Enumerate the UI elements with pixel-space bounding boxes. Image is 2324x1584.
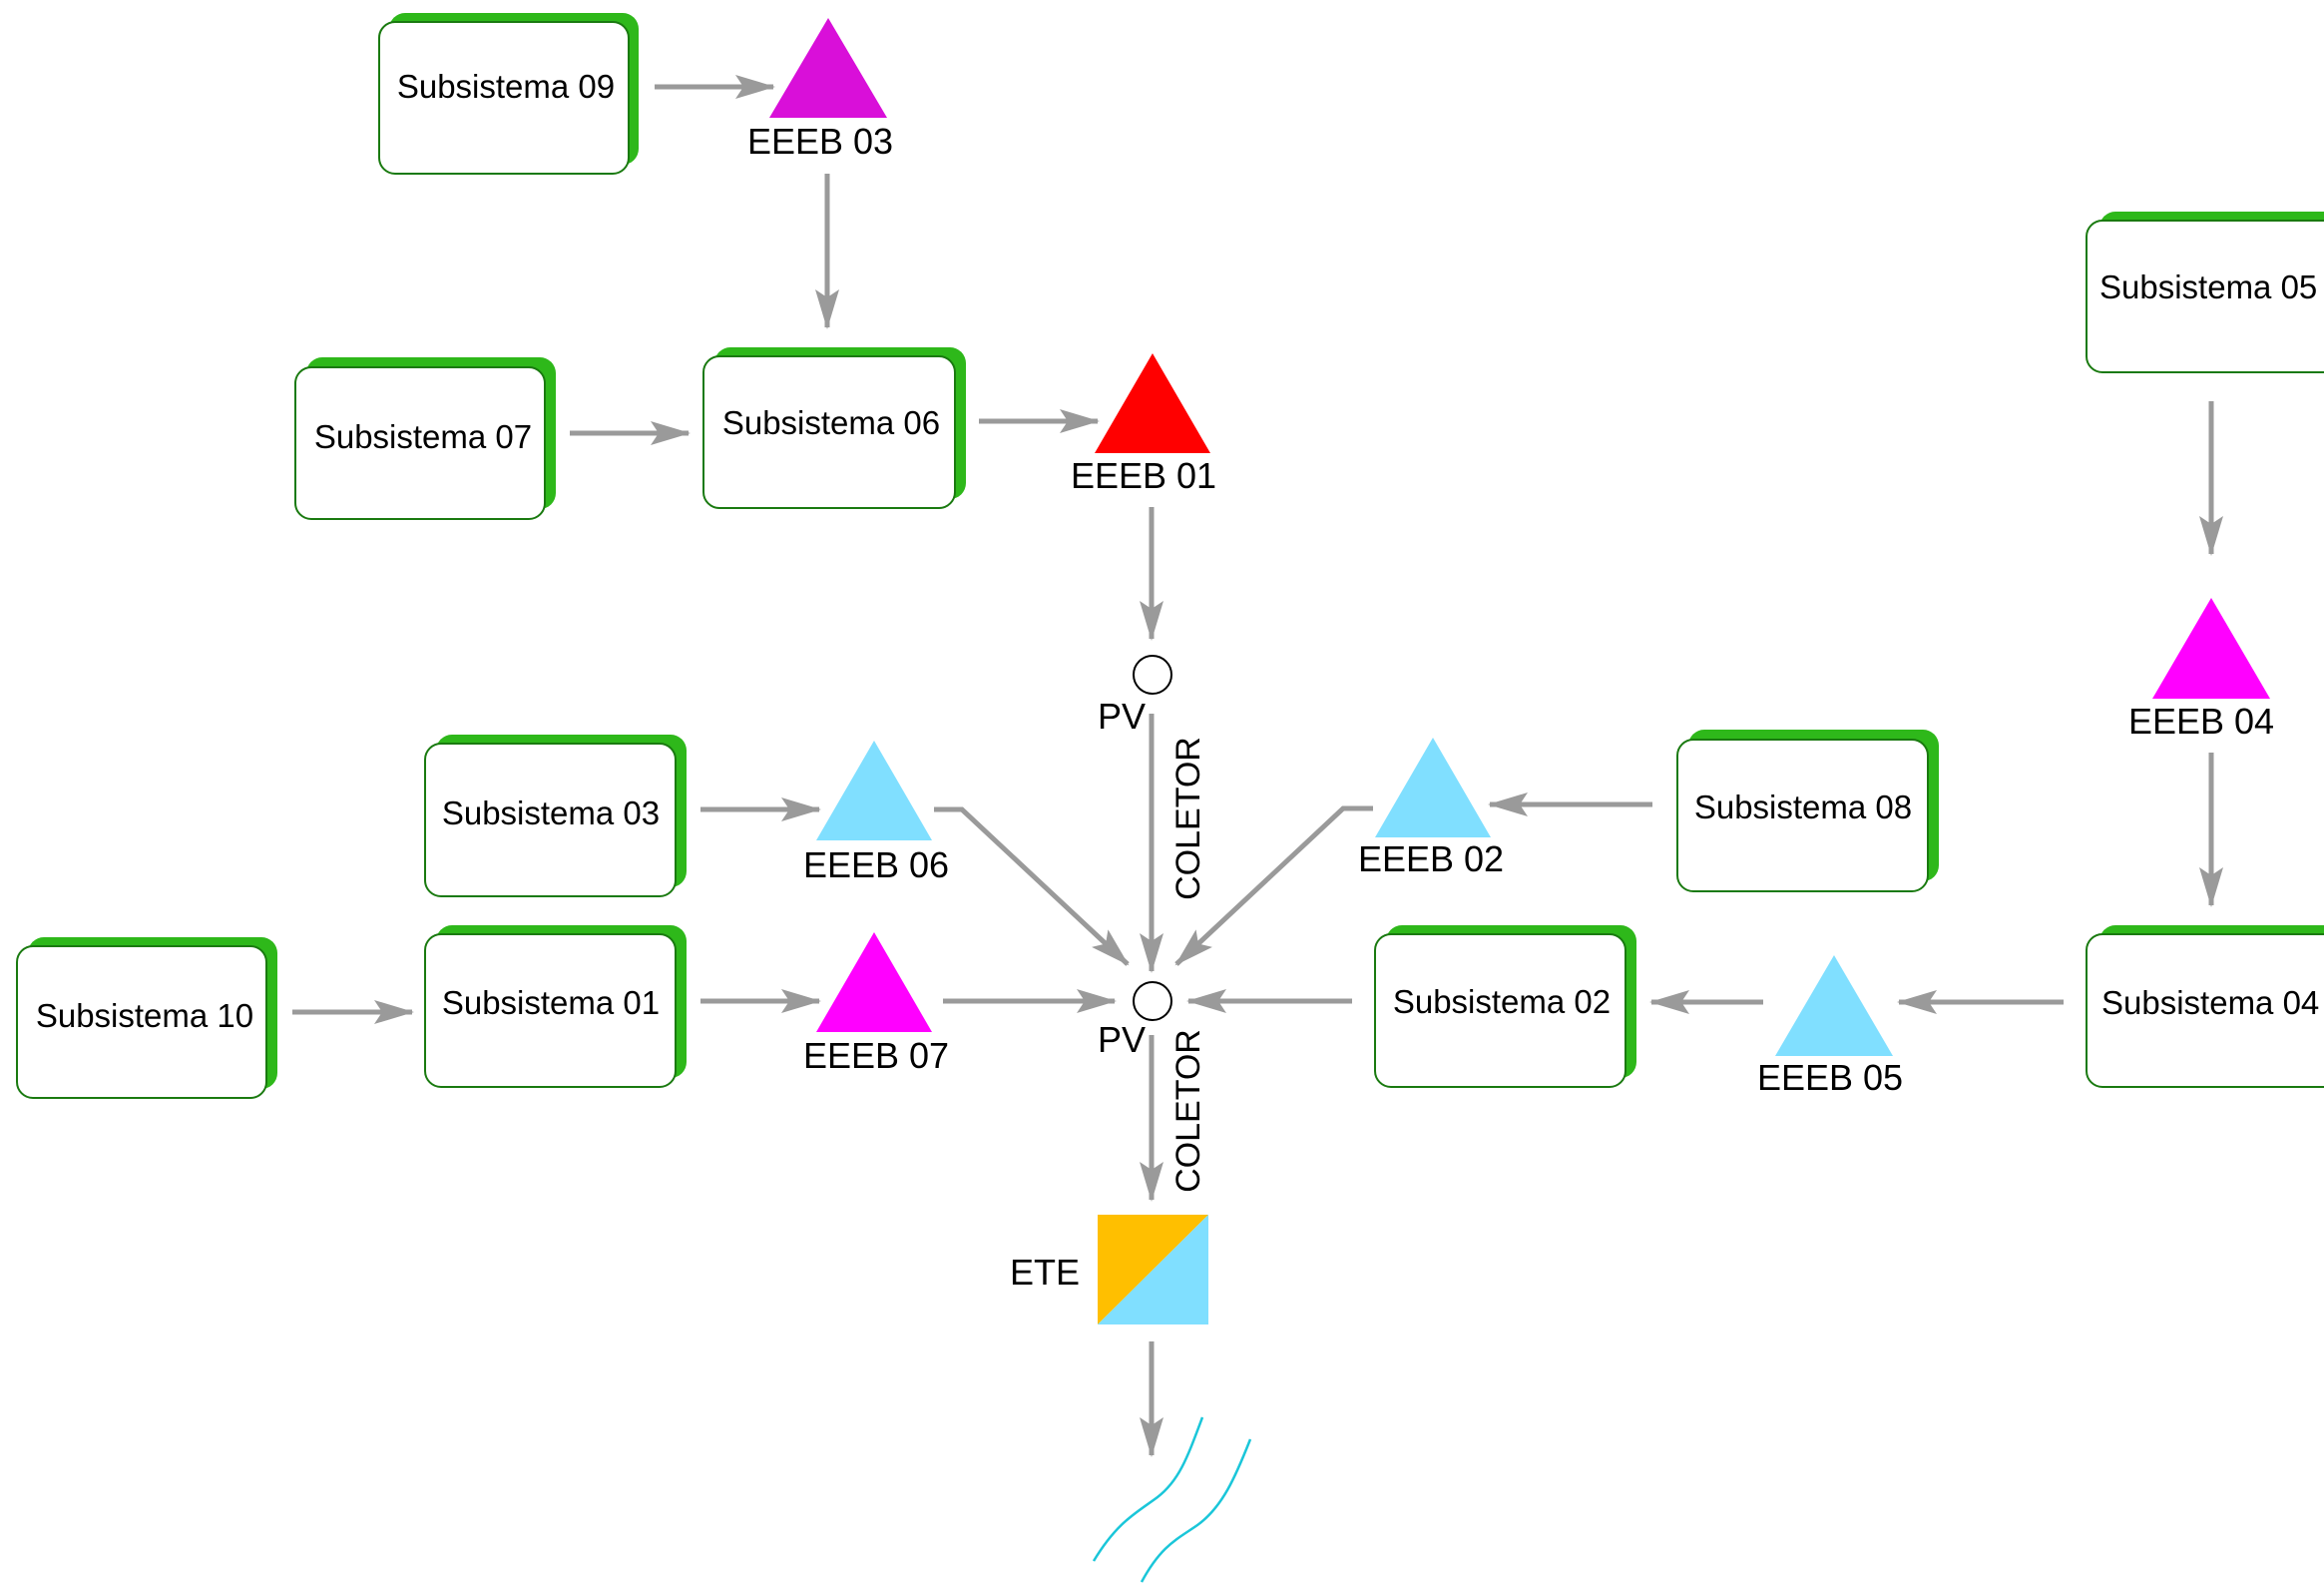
triangle-icon	[1375, 738, 1491, 837]
eeeb-label: EEEB 07	[803, 1035, 949, 1076]
subsystem-06[interactable]: Subsistema 06	[702, 347, 966, 509]
pump-stations: EEEB 03 EEEB 01 EEEB 04 EEEB 06 EEEB 02 …	[747, 18, 2274, 1098]
subsystem-label: Subsistema 05	[2099, 268, 2317, 305]
subsystem-10[interactable]: Subsistema 10	[16, 937, 277, 1099]
eeeb-label: EEEB 05	[1757, 1057, 1903, 1098]
subsystem-02[interactable]: Subsistema 02	[1374, 925, 1636, 1088]
arrow-e06-to-pv2	[934, 806, 1130, 966]
river-icon	[1092, 1416, 1252, 1583]
ete-cyan-half	[1098, 1215, 1208, 1324]
triangle-icon	[2152, 598, 2270, 699]
ete-label: ETE	[1010, 1252, 1080, 1293]
eeeb-01[interactable]: EEEB 01	[1071, 353, 1216, 496]
box-face	[1374, 933, 1627, 1088]
treatment-plant[interactable]: ETE	[1010, 1215, 1208, 1324]
box-face	[424, 743, 677, 897]
box-face	[294, 366, 546, 520]
box-face	[16, 945, 267, 1099]
triangle-icon	[1775, 955, 1893, 1056]
subsystem-label: Subsistema 03	[442, 794, 660, 831]
box-face	[2086, 933, 2324, 1088]
eeeb-05[interactable]: EEEB 05	[1757, 955, 1903, 1098]
eeeb-02[interactable]: EEEB 02	[1358, 738, 1504, 879]
subsystem-05[interactable]: Subsistema 05	[2086, 212, 2324, 373]
eeeb-label: EEEB 03	[747, 121, 893, 162]
triangle-icon	[769, 18, 887, 118]
subsystem-label: Subsistema 09	[397, 68, 615, 105]
subsystem-label: Subsistema 04	[2101, 984, 2319, 1021]
collector-label: COLETOR	[1169, 1029, 1207, 1193]
triangle-icon	[816, 741, 932, 840]
river-bank-left	[1092, 1416, 1204, 1562]
circle-icon	[1133, 655, 1172, 695]
subsystem-label: Subsistema 06	[722, 404, 940, 441]
subsystem-01[interactable]: Subsistema 01	[424, 925, 687, 1088]
manhole-pv-1[interactable]: PV	[1098, 655, 1172, 737]
collector-labels: COLETOR COLETOR	[1169, 737, 1207, 1193]
subsystem-label: Subsistema 08	[1694, 789, 1912, 825]
subsystems: Subsistema 09 Subsistema 07 Subsistema 0…	[16, 13, 2324, 1099]
manholes: PV PV	[1098, 655, 1172, 1060]
subsystem-04[interactable]: Subsistema 04	[2086, 925, 2324, 1088]
subsystem-label: Subsistema 10	[36, 997, 253, 1034]
eeeb-label: EEEB 02	[1358, 838, 1504, 879]
box-face	[424, 933, 677, 1088]
pv-label: PV	[1098, 696, 1146, 737]
triangle-icon	[816, 932, 932, 1032]
eeeb-label: EEEB 04	[2128, 701, 2274, 742]
subsystem-09[interactable]: Subsistema 09	[378, 13, 639, 175]
eeeb-03[interactable]: EEEB 03	[747, 18, 893, 162]
river-bank-right	[1140, 1438, 1252, 1583]
subsystem-08[interactable]: Subsistema 08	[1676, 730, 1939, 892]
collector-label: COLETOR	[1169, 737, 1207, 900]
pv-label: PV	[1098, 1019, 1146, 1060]
arrow-e02-to-pv2	[1174, 805, 1373, 966]
subsystem-label: Subsistema 02	[1393, 983, 1611, 1020]
connectors	[292, 75, 2223, 1457]
eeeb-04[interactable]: EEEB 04	[2128, 598, 2274, 742]
circle-icon	[1133, 981, 1172, 1021]
subsystem-label: Subsistema 01	[442, 984, 660, 1021]
manhole-pv-2[interactable]: PV	[1098, 981, 1172, 1060]
eeeb-06[interactable]: EEEB 06	[803, 741, 949, 885]
eeeb-label: EEEB 01	[1071, 455, 1216, 496]
eeeb-07[interactable]: EEEB 07	[803, 932, 949, 1076]
box-face	[1676, 739, 1929, 892]
eeeb-label: EEEB 06	[803, 844, 949, 885]
triangle-icon	[1095, 353, 1210, 453]
box-face	[378, 21, 630, 175]
box-face	[2086, 220, 2324, 373]
subsystem-03[interactable]: Subsistema 03	[424, 735, 687, 897]
box-face	[702, 355, 956, 509]
subsystem-07[interactable]: Subsistema 07	[294, 357, 556, 520]
subsystem-label: Subsistema 07	[314, 418, 532, 455]
